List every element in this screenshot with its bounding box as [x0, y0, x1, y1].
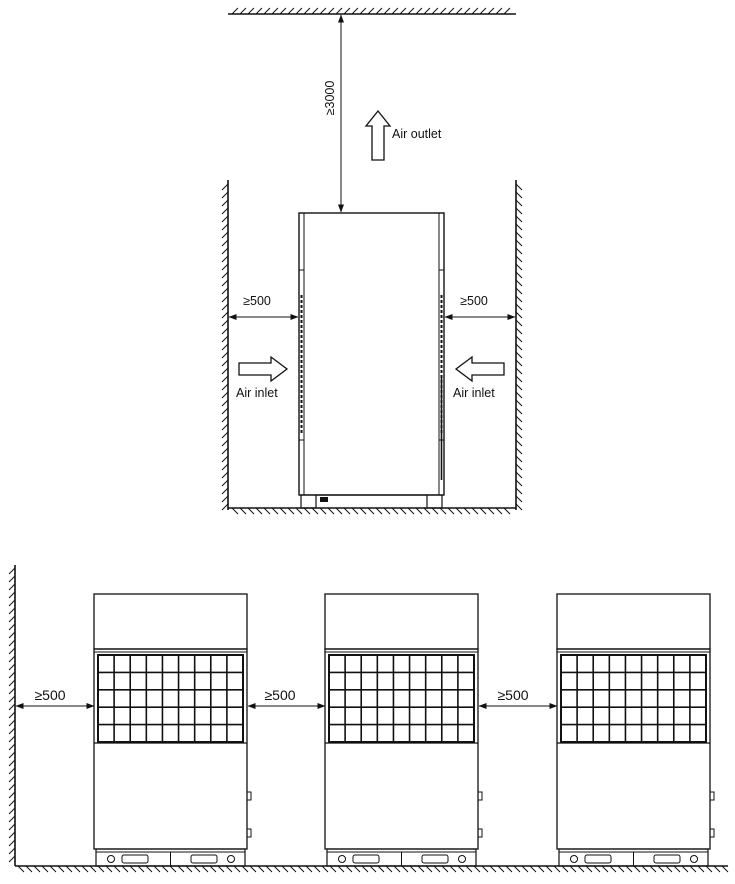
air-inlet-right-arrow-icon: [454, 355, 505, 383]
right-wall: [515, 180, 523, 511]
gap-wall-unit1-label: ≥500: [34, 687, 65, 703]
top-floor: [228, 507, 516, 515]
outdoor-unit-front: [93, 593, 252, 867]
outdoor-unit-front: [556, 593, 715, 867]
fan-grille: [560, 654, 707, 743]
air-inlet-left-arrow-icon: [238, 355, 289, 383]
row-floor-hatch: [17, 865, 729, 873]
gap-unit1-unit2-label: ≥500: [264, 687, 295, 703]
left-wall: [221, 180, 229, 511]
outdoor-unit-front: [324, 593, 483, 867]
air-outlet-label: Air outlet: [392, 127, 442, 141]
clearance-top-label: ≥3000: [323, 81, 337, 116]
clearance-left-label: ≥500: [243, 294, 271, 308]
air-inlet-left-label: Air inlet: [236, 386, 278, 400]
ceiling-hatch: [231, 7, 511, 15]
top-view: ≥3000 Air outlet ≥500 ≥500 Air inlet Air…: [221, 7, 523, 515]
row-floor: [15, 865, 729, 873]
right-wall-hatch: [515, 183, 523, 511]
row-units: [93, 593, 715, 867]
air-inlet-right-label: Air inlet: [453, 386, 495, 400]
fan-grille: [328, 654, 475, 743]
row-view: ≥500 ≥500 ≥500: [8, 565, 729, 873]
outdoor-unit-side: [298, 212, 445, 509]
row-left-wall: [8, 565, 16, 866]
row-wall-hatch: [8, 567, 16, 863]
air-outlet-arrow-icon: [364, 109, 392, 161]
gap-unit2-unit3-label: ≥500: [497, 687, 528, 703]
clearance-right-label: ≥500: [460, 294, 488, 308]
fan-grille: [97, 654, 244, 743]
top-floor-hatch: [231, 507, 511, 515]
ceiling: [228, 7, 516, 15]
left-wall-hatch: [221, 183, 229, 511]
